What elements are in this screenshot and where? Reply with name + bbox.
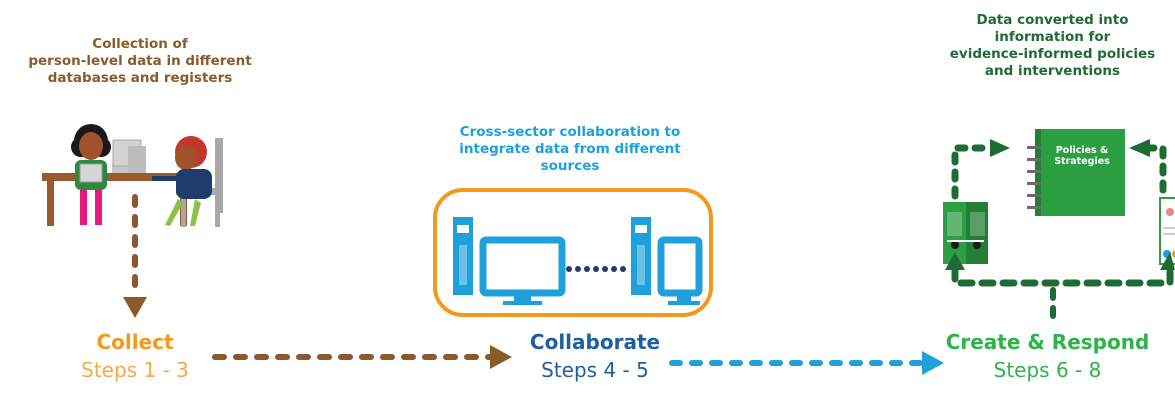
book-icon (1027, 129, 1125, 216)
collect-title: Collect (96, 330, 174, 354)
computer-tower-icon (453, 217, 473, 295)
loop-arrow-bottom (951, 264, 1174, 287)
create-caption-line: evidence-informed policies (949, 46, 1156, 62)
collect-caption-line: Collection of (92, 36, 188, 52)
collaborate-caption-line: integrate data from different (459, 141, 681, 157)
loop-arrowhead-bottom-left (945, 252, 965, 270)
report-icon (1159, 197, 1175, 265)
loop-arrowhead-bottom-right (1160, 252, 1175, 270)
collaborate-caption-line: Cross-sector collaboration to (459, 124, 681, 140)
book-label: Policies & Strategies (1043, 145, 1121, 167)
dots-connector (566, 266, 626, 272)
loop-arrow-left (951, 144, 987, 200)
create-steps: Steps 6 - 8 (993, 358, 1102, 382)
collect-caption: Collection of person-level data in diffe… (0, 36, 280, 87)
collaborate-steps: Steps 4 - 5 (541, 358, 649, 382)
collect-steps: Steps 1 - 3 (81, 358, 189, 382)
computer-tower-icon (631, 217, 651, 295)
binder-icon (943, 202, 988, 264)
collaborate-caption-line: sources (540, 158, 600, 174)
collaborate-to-create-arrowhead (922, 351, 944, 375)
collect-caption-line: person-level data in different (28, 53, 252, 69)
create-caption-line: Data converted into (976, 12, 1129, 28)
collaborate-caption: Cross-sector collaboration to integrate … (430, 124, 710, 175)
book-label-line: Policies & (1055, 145, 1109, 156)
create-caption-line: and interventions (984, 63, 1121, 79)
loop-arrow-right (1146, 144, 1167, 194)
create-caption: Data converted into information for evid… (930, 12, 1175, 80)
people-at-computer-icon (42, 124, 223, 227)
collaborate-title: Collaborate (529, 330, 661, 354)
collect-caption-line: databases and registers (47, 70, 233, 86)
create-caption-line: information for (994, 29, 1111, 45)
collect-to-collaborate-arrowhead (490, 345, 512, 369)
create-title: Create & Respond (945, 330, 1150, 354)
monitor-icon (479, 236, 566, 305)
collect-arrowhead (123, 297, 147, 318)
monitor-icon (657, 236, 703, 305)
loop-arrowhead-right (1129, 139, 1150, 157)
loop-arrowhead-left (990, 139, 1010, 157)
book-label-line: Strategies (1054, 156, 1110, 167)
